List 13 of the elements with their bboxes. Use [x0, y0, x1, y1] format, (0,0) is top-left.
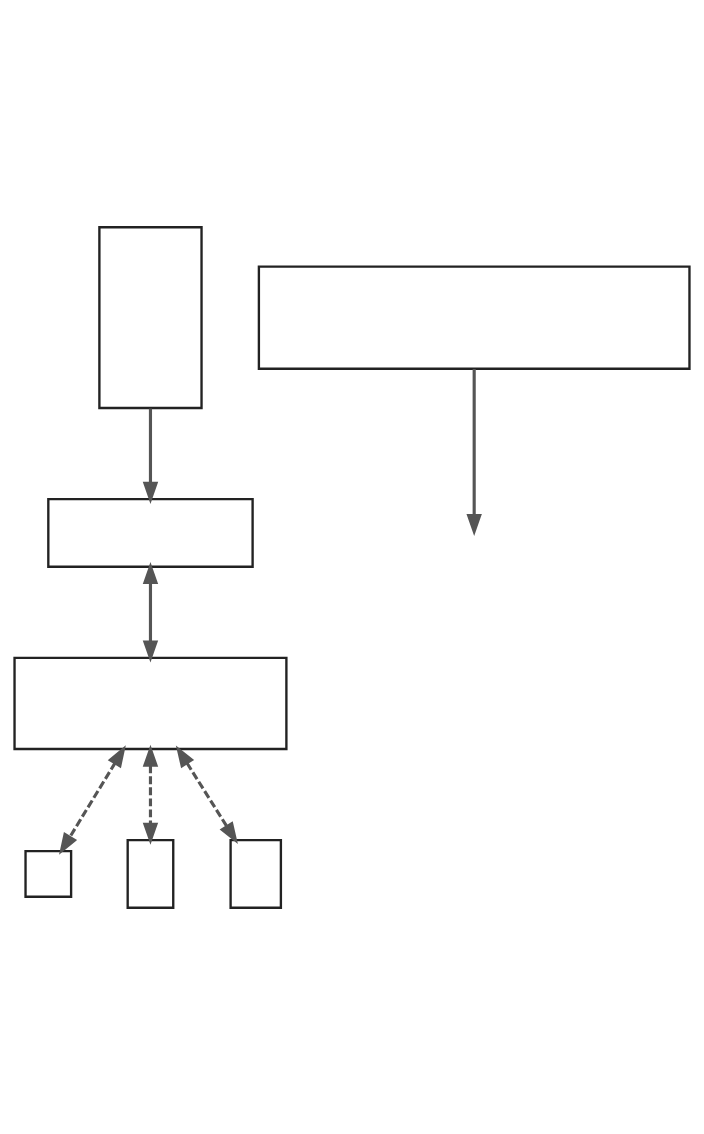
node-box [229, 838, 283, 909]
node-box [24, 849, 73, 898]
arrow [142, 408, 159, 504]
arrow [466, 368, 482, 536]
node-box [98, 225, 203, 409]
arrow [142, 561, 159, 662]
node-box [13, 656, 288, 750]
arrow [59, 744, 126, 855]
node-box [126, 838, 175, 909]
arrow [142, 744, 159, 845]
arrow [175, 744, 238, 844]
node-box [257, 264, 691, 370]
node-box [47, 497, 254, 568]
